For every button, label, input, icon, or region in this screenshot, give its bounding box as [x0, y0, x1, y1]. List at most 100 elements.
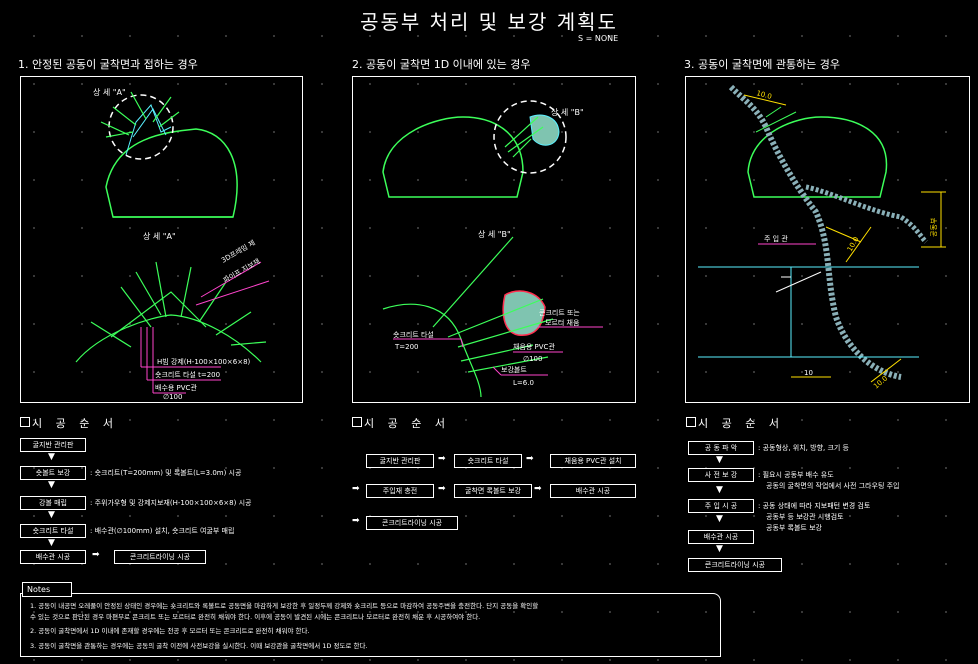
detail-a-bolts: [90, 261, 267, 348]
note-2: 2. 공동이 굴착면에서 1D 이내에 존재할 경우에는 천공 후 모르터 또는…: [30, 627, 310, 635]
seq2-r2-1: 주입재 충전: [366, 484, 434, 498]
grout-lines-2: [504, 116, 544, 158]
p1-label-shotcrete: 숏크리트 타설 t=200: [155, 370, 220, 379]
seq1-heading: 시 공 순 서: [20, 415, 118, 431]
note-3: 3. 공동이 굴착면을 관통하는 경우에는 공동의 굴착 이전에 사전보강을 실…: [30, 642, 368, 650]
detail-b-callout: 상 세 "B": [551, 107, 584, 117]
detail-b-leaders: [393, 326, 603, 376]
tunnel-section-2: [382, 116, 524, 198]
notes-tag: Notes: [22, 582, 72, 597]
seq3-step-2: 사 전 보 강: [688, 468, 754, 482]
dimension-lines-3: [743, 94, 946, 383]
p2-label-t200: T=200: [394, 343, 419, 351]
injection-pipe-3: [775, 271, 822, 293]
p1-label-dia: ∅100: [163, 393, 182, 401]
dim-3-d: 10.0: [872, 374, 889, 390]
detail-b-bolts: [432, 236, 554, 373]
right-arrow-icon: ➡: [438, 454, 446, 464]
seq2-r1-1: 굴지반 관리판: [366, 454, 434, 468]
note-1b: 수 있는 것으로 판단된 경우 마편부로 콘크리트 또는 모르터로 완전히 채워…: [30, 613, 481, 621]
right-arrow-icon: ➡: [438, 484, 446, 494]
seq1-desc-3: : 주위가우형 및 강제지보재(H-100×100×6×8) 시공: [90, 499, 252, 507]
note-1a: 1. 공동이 내공면 오레풀이 안정된 상태인 경우에는 숏크리트와 록볼트로 …: [30, 602, 539, 610]
seq2-heading: 시 공 순 서: [352, 415, 450, 431]
detail-a-leaders: [140, 261, 270, 394]
panel-2-drawing: 상 세 "B" 상 세 "B" 숏크리트 타설 T=200 콘크리트 또는 모르…: [382, 100, 603, 398]
section-2-heading: 2. 공동이 굴착면 1D 이내에 있는 경우: [352, 58, 531, 71]
seq2-r3-1: 콘크리트라이닝 시공: [366, 516, 458, 530]
seq3-desc-3b: 공동부 등 보강관 시행검토: [766, 513, 844, 521]
panel-1-drawing: 상 세 "A" 상 세 "A" 3D프레임 제 파이프 지보재 H빔 강제(H-…: [75, 87, 270, 401]
panel-1-frame: 상 세 "A" 상 세 "A" 3D프레임 제 파이프 지보재 H빔 강제(H-…: [20, 76, 303, 403]
down-arrow-icon: ▼: [48, 480, 55, 490]
right-arrow-icon: ➡: [534, 484, 542, 494]
seq3-step-5: 콘크리트라이닝 시공: [688, 558, 782, 572]
p2-label-mortar: 모르터 채움: [545, 318, 580, 327]
bolts-3: [755, 106, 797, 133]
detail-b-circle: [493, 100, 567, 174]
cavity-1: [125, 104, 172, 156]
seq3-desc-2b: 공동의 굴착면의 작업에서 사전 그라우팅 주입: [766, 482, 900, 490]
p3-label-ten: 10: [804, 369, 813, 377]
p1-label-hbeam: H빔 강제(H-100×100×6×8): [157, 357, 251, 366]
down-arrow-icon: ▼: [48, 510, 55, 520]
p2-label-pvc: 채움용 PVC관: [513, 342, 555, 351]
section-3-heading: 3. 공동이 굴착면에 관통하는 경우: [684, 58, 841, 71]
detail-a-circle: [108, 94, 174, 160]
ground-lines-3: [698, 266, 919, 358]
seq1-step-5: 배수관 시공: [20, 550, 86, 564]
scale-label: S = NONE: [578, 34, 619, 43]
cavity-branch: [805, 184, 928, 244]
panel-3-drawing: 10.0 공동부 10.0 10.0 주 입 관 10: [698, 84, 946, 391]
right-arrow-icon: ➡: [92, 550, 100, 560]
detail-a-title: 상 세 "A": [143, 231, 176, 241]
seq3-desc-2a: : 필요시 공동부 배수 유도: [758, 471, 834, 479]
panel-2-frame: 상 세 "B" 상 세 "B" 숏크리트 타설 T=200 콘크리트 또는 모르…: [352, 76, 636, 403]
seq1-step-1: 굴지반 관리판: [20, 438, 86, 452]
seq3-heading: 시 공 순 서: [686, 415, 784, 431]
down-arrow-icon: ▼: [716, 544, 723, 554]
p2-label-concrete: 콘크리트 또는: [539, 308, 580, 317]
seq3-step-4: 배수관 시공: [688, 530, 754, 544]
detail-b-title: 상 세 "B": [478, 229, 511, 239]
section-1-heading: 1. 안정된 공동이 굴착면과 접하는 경우: [18, 58, 198, 71]
cavity-2-small: [529, 114, 560, 146]
p2-label-length: L=6.0: [513, 379, 534, 387]
detail-b-enlarged: [382, 303, 482, 398]
seq1-desc-2: : 숏크리트(T=200mm) 및 록볼트(L=3.0m) 시공: [90, 469, 242, 477]
seq2-r1-3: 채움용 PVC관 설치: [550, 454, 636, 468]
detail-a-enlarged: [75, 291, 262, 363]
notes-frame: [20, 593, 721, 657]
cavity-channel: [728, 84, 902, 380]
dim-3-b: 공동부: [930, 217, 938, 237]
down-arrow-icon: ▼: [716, 514, 723, 524]
p2-label-bolt: 보강볼트: [501, 365, 527, 374]
seq2-r1-2: 숏크리트 타설: [454, 454, 522, 468]
p2-label-shotcrete: 숏크리트 타설: [393, 330, 434, 339]
drawing-title: 공동부 처리 및 보강 계획도: [360, 10, 618, 34]
down-arrow-icon: ▼: [716, 455, 723, 465]
down-arrow-icon: ▼: [716, 485, 723, 495]
right-arrow-icon: ➡: [526, 454, 534, 464]
right-arrow-icon: ➡: [352, 516, 360, 526]
detail-a-callout: 상 세 "A": [93, 87, 126, 97]
seq3-step-1: 공 동 파 악: [688, 441, 754, 455]
seq2-r2-3: 배수관 시공: [550, 484, 636, 498]
dim-3-a: 10.0: [755, 89, 772, 101]
seq1-step-4: 숏크리트 타설: [20, 524, 86, 538]
seq3-step-3: 주 입 시 공: [688, 499, 754, 513]
seq1-step-2: 숏볼트 보강: [20, 466, 86, 480]
seq1-final: 콘크리트라이닝 시공: [114, 550, 206, 564]
down-arrow-icon: ▼: [48, 538, 55, 548]
panel-3-frame: 10.0 공동부 10.0 10.0 주 입 관 10: [685, 76, 970, 403]
p3-label-injection: 주 입 관: [764, 234, 788, 243]
seq3-desc-1: : 공동형상, 위치, 방향, 크기 등: [758, 444, 849, 452]
seq3-desc-3a: : 공동 상태에 따라 지보패턴 변경 검토: [758, 502, 871, 510]
seq3-desc-3c: 공동부 록볼트 보강: [766, 524, 822, 532]
p2-label-dia: ∅100: [523, 355, 542, 363]
p1-label-pvc: 배수용 PVC관: [155, 383, 197, 392]
tunnel-section-1: [105, 128, 238, 218]
down-arrow-icon: ▼: [48, 452, 55, 462]
rock-bolts-1: [100, 91, 180, 138]
